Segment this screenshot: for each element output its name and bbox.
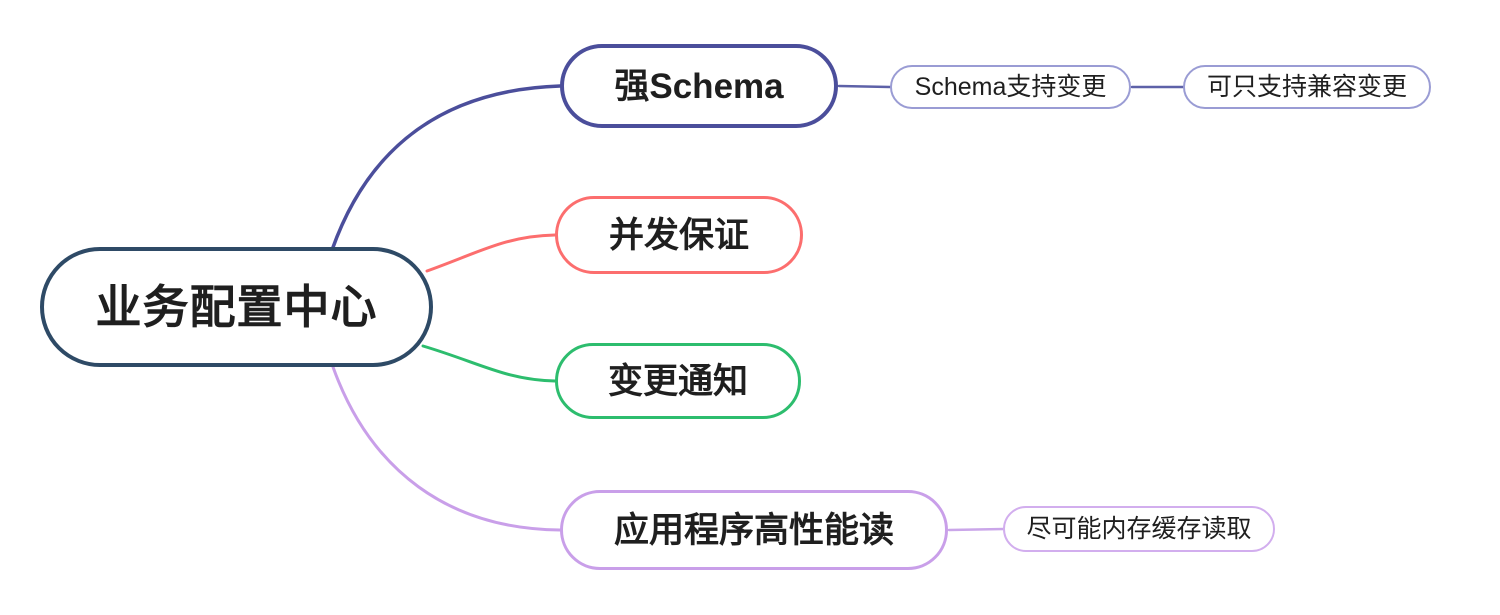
node-concurrency[interactable]: 并发保证 [555,196,803,274]
node-concurrency-label: 并发保证 [608,215,749,255]
node-root-label: 业务配置中心 [95,281,378,333]
connector-root-change-notify [421,344,557,383]
node-strong-schema-label: 强Schema [614,66,784,106]
node-high-perf-read[interactable]: 应用程序高性能读 [560,490,948,570]
connector-root-strong-schema [330,84,562,252]
node-schema-change-label: Schema支持变更 [914,72,1107,101]
connector-high-perf-read-mem-cache [947,527,1006,532]
node-change-notify[interactable]: 变更通知 [555,343,801,419]
node-root[interactable]: 业务配置中心 [40,247,433,367]
connector-strong-schema-schema-change [837,84,893,89]
connector-root-concurrency [425,233,557,273]
node-compat-change-label: 可只支持兼容变更 [1206,72,1407,101]
node-high-perf-read-label: 应用程序高性能读 [613,510,894,550]
node-mem-cache[interactable]: 尽可能内存缓存读取 [1003,506,1275,552]
node-schema-change[interactable]: Schema支持变更 [890,65,1131,109]
node-change-notify-label: 变更通知 [607,361,748,401]
node-strong-schema[interactable]: 强Schema [560,44,838,128]
node-mem-cache-label: 尽可能内存缓存读取 [1026,514,1252,543]
node-compat-change[interactable]: 可只支持兼容变更 [1183,65,1431,109]
connector-root-high-perf-read [331,365,562,532]
